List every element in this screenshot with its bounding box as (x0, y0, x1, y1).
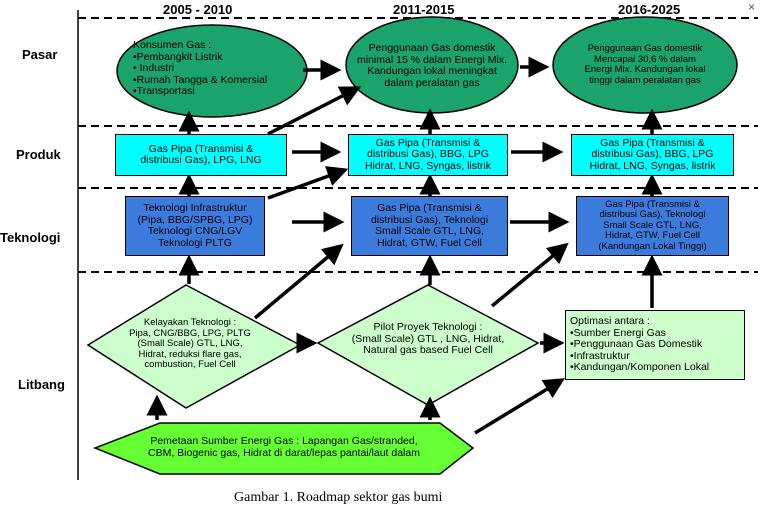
teknologi-box-1: Teknologi Infrastruktur (Pipa, BBG/SPBG,… (125, 196, 265, 256)
teknologi-box-3: Gas Pipa (Transmisi & distribusi Gas), T… (576, 196, 729, 256)
period-header-3: 2016-2025 (618, 2, 681, 17)
optimasi-box: Optimasi antara : •Sumber Energi Gas •Pe… (565, 310, 745, 380)
row-label-teknologi: Teknologi (0, 230, 61, 245)
produk-box-1: Gas Pipa (Transmisi & distribusi Gas), L… (115, 134, 287, 176)
pasar-1-text: Konsumen Gas : •Pembangkit Listrik • Ind… (133, 39, 268, 97)
produk-box-1-text: Gas Pipa (Transmisi & distribusi Gas), L… (140, 142, 262, 166)
period-header-1: 2005 - 2010 (163, 2, 233, 17)
optimasi-box-text: Optimasi antara : •Sumber Energi Gas •Pe… (570, 315, 710, 374)
teknologi-box-3-text: Gas Pipa (Transmisi & distribusi Gas), T… (598, 198, 707, 252)
arrow-d-hex-optim (474, 378, 565, 435)
row-label-produk: Produk (16, 147, 61, 162)
litbang-diamond-1-text: Kelayakan Teknologi : Pipa, CNG/BBG, LPG… (129, 317, 251, 370)
produk-box-3-text: Gas Pipa (Transmisi & distribusi Gas), B… (589, 136, 716, 172)
produk-box-2-text: Gas Pipa (Transmisi & distribusi Gas), B… (364, 136, 492, 172)
pasar-3-text: Penggunaan Gas domestik Mencapai 30,6 % … (584, 43, 706, 86)
teknologi-box-2-text: Gas Pipa (Transmisi & distribusi Gas), T… (370, 202, 489, 249)
arrow-d-tek1-produk2 (267, 166, 349, 200)
pasar-2-text: Penggunaan Gas domestik minimal 15 % dal… (357, 42, 507, 89)
produk-box-2: Gas Pipa (Transmisi & distribusi Gas), B… (348, 134, 508, 176)
row-label-litbang: Litbang (18, 377, 65, 392)
arrow-d-produk1-pasar2 (267, 86, 362, 136)
close-icon[interactable]: × (748, 0, 756, 14)
period-header-2: 2011-2015 (393, 2, 455, 17)
figure-caption: Gambar 1. Roadmap sektor gas bumi (234, 490, 443, 505)
arrow-d-diamond2-tek3 (490, 242, 569, 308)
teknologi-box-1-text: Teknologi Infrastruktur (Pipa, BBG/SPBG,… (137, 202, 253, 249)
litbang-hexagon-text: Pemetaan Sumber Energi Gas : Lapangan Ga… (148, 435, 420, 459)
row-label-pasar: Pasar (22, 47, 58, 62)
litbang-diamond-2-text: Pilot Proyek Teknologi : (Small Scale) G… (351, 321, 505, 356)
arrow-d-diamond1-tek2 (253, 243, 344, 320)
teknologi-box-2: Gas Pipa (Transmisi & distribusi Gas), T… (351, 196, 508, 256)
litbang-hexagon (92, 422, 475, 475)
produk-box-3: Gas Pipa (Transmisi & distribusi Gas), B… (571, 134, 734, 176)
litbang-diamond-1 (86, 284, 302, 409)
